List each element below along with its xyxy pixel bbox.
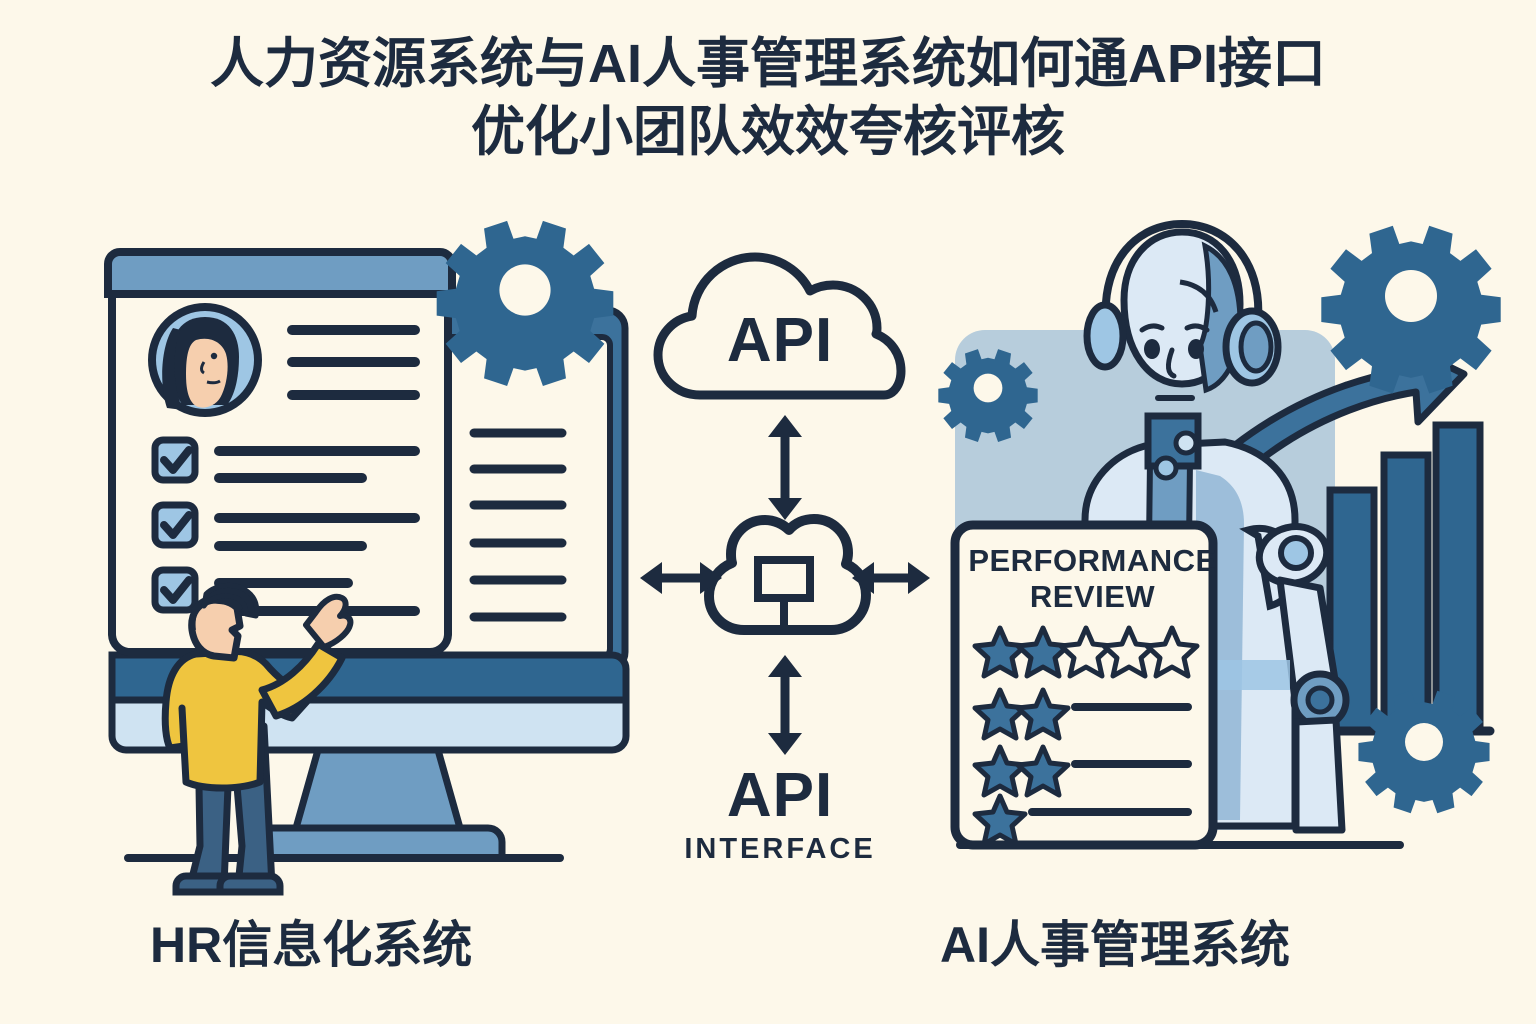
star-outline-icon <box>1144 625 1200 679</box>
gear-icon <box>1321 225 1501 394</box>
back-panel-lines <box>469 428 567 622</box>
star-filled-icon <box>1015 744 1071 798</box>
api-cloud-icon <box>653 252 906 400</box>
performance-review-title-line-2: REVIEW <box>1029 579 1156 614</box>
api-cloud-label: API <box>726 306 834 375</box>
right-scene-caption: AI人事管理系统 <box>940 917 1290 973</box>
performance-review-card <box>950 520 1218 850</box>
checkbox-checked-icon[interactable] <box>151 566 199 614</box>
arrow-left <box>640 562 722 594</box>
performance-review-title-line-1: PERFORMANCE <box>968 543 1217 578</box>
bar-chart-icon <box>1313 421 1495 736</box>
title-line-1: 人力资源系统与AI人事管理系统如何通API接口 <box>209 34 1327 94</box>
star-row-4 <box>972 793 1192 847</box>
api-hub-node-icon[interactable] <box>704 514 871 635</box>
api-interface-subtitle: INTERFACE <box>684 833 876 865</box>
star-row-2 <box>972 687 1192 741</box>
star-filled-icon <box>972 793 1028 847</box>
hr-profile-card <box>104 248 456 656</box>
api-interface-title: API <box>726 761 834 830</box>
user-avatar-icon <box>148 303 262 417</box>
card-title-bar <box>104 248 456 298</box>
arrow-vertical-bottom <box>768 655 802 755</box>
arrow-right <box>852 562 930 594</box>
star-filled-icon <box>1015 687 1071 741</box>
gear-icon <box>938 349 1038 442</box>
left-scene-caption: HR信息化系统 <box>150 917 473 973</box>
profile-lines <box>287 325 420 400</box>
star-row-1 <box>972 625 1200 679</box>
gear-icon <box>436 220 614 386</box>
person-pointing-icon <box>161 583 354 896</box>
star-row-3 <box>972 744 1192 798</box>
title-line-2: 优化小团队效效夸核评核 <box>471 102 1065 162</box>
checkbox-checked-icon[interactable] <box>151 501 199 549</box>
performance-review-title: PERFORMANCE REVIEW <box>965 543 1220 615</box>
gear-icon <box>1358 690 1490 814</box>
checkbox-checked-icon[interactable] <box>151 436 199 484</box>
page-title: 人力资源系统与AI人事管理系统如何通API接口 优化小团队效效夸核评核 <box>0 30 1536 166</box>
arrow-vertical-top <box>768 415 802 520</box>
